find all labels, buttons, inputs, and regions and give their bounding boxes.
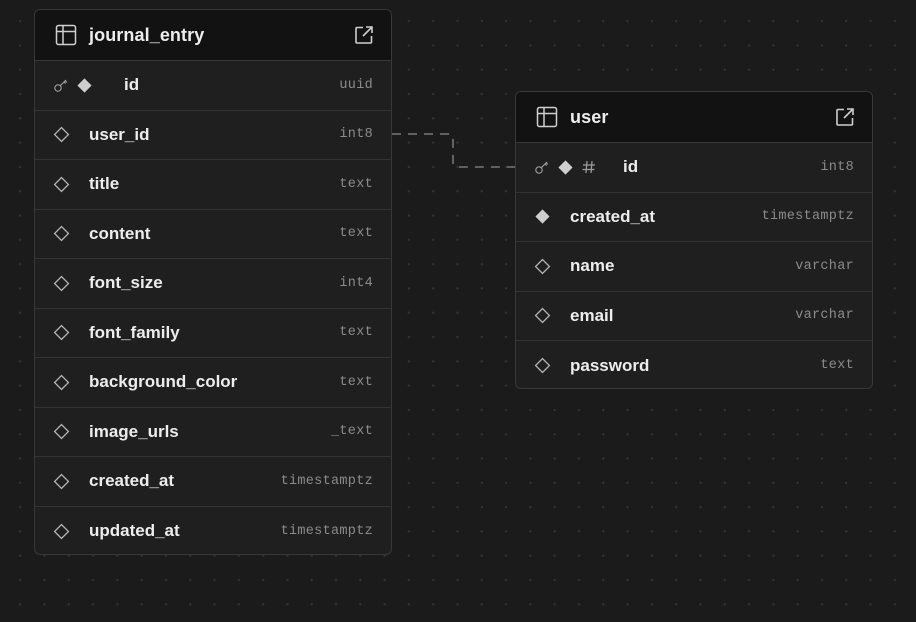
column-type: text (339, 374, 373, 390)
column-type: text (339, 226, 373, 242)
filled-diamond-icon (534, 208, 551, 225)
column-name: name (570, 256, 615, 276)
column-name: background_color (89, 372, 238, 392)
column-row-created-at[interactable]: created_at timestamptz (516, 193, 872, 242)
column-row-title[interactable]: title text (35, 160, 391, 210)
column-name: created_at (570, 206, 656, 226)
column-name: updated_at (89, 521, 180, 541)
outline-diamond-icon (53, 374, 70, 391)
column-row-image-urls[interactable]: image_urls _text (35, 408, 391, 457)
column-type: varchar (795, 308, 854, 324)
key-icon (534, 159, 550, 175)
column-name: content (89, 223, 151, 243)
column-row-font-size[interactable]: font_size int4 (35, 259, 391, 309)
outline-diamond-icon (53, 324, 70, 341)
column-name: created_at (89, 471, 175, 491)
column-row-created-at[interactable]: created_at timestamptz (35, 457, 391, 507)
column-name: user_id (89, 124, 150, 144)
column-row-id[interactable]: id int8 (516, 143, 872, 193)
column-type: timestamptz (761, 209, 854, 225)
column-type: text (339, 176, 373, 192)
table-icon (536, 106, 558, 128)
column-name: font_size (89, 273, 163, 293)
column-name: id (623, 157, 639, 177)
column-type: _text (330, 424, 373, 440)
column-row-name[interactable]: name varchar (516, 242, 872, 292)
outline-diamond-icon (534, 258, 551, 275)
column-row-user-id[interactable]: user_id int8 (35, 111, 391, 160)
column-row-email[interactable]: email varchar (516, 292, 872, 341)
column-name: password (570, 355, 650, 375)
external-link-icon[interactable] (835, 107, 855, 127)
column-row-font-family[interactable]: font_family text (35, 309, 391, 358)
column-name: title (89, 174, 120, 194)
filled-diamond-icon (76, 77, 93, 94)
hash-icon (581, 159, 597, 175)
column-row-updated-at[interactable]: updated_at timestamptz (35, 507, 391, 555)
column-type: text (820, 358, 854, 374)
outline-diamond-icon (53, 126, 70, 143)
column-name: id (124, 75, 140, 95)
table-icon (55, 24, 77, 46)
column-name: email (570, 305, 614, 325)
outline-diamond-icon (53, 275, 70, 292)
column-row-id[interactable]: id uuid (35, 61, 391, 111)
key-icon (53, 77, 69, 93)
column-type: text (339, 325, 373, 341)
outline-diamond-icon (53, 473, 70, 490)
column-type: varchar (795, 258, 854, 274)
table-header: user (516, 92, 872, 143)
table-title: user (570, 106, 609, 127)
column-type: int8 (820, 159, 854, 175)
outline-diamond-icon (53, 523, 70, 540)
column-row-background-color[interactable]: background_color text (35, 358, 391, 408)
column-type: uuid (339, 77, 373, 93)
column-type: timestamptz (280, 523, 373, 539)
external-link-icon[interactable] (354, 25, 374, 45)
outline-diamond-icon (53, 176, 70, 193)
outline-diamond-icon (534, 307, 551, 324)
column-row-content[interactable]: content text (35, 210, 391, 259)
table-header: journal_entry (35, 10, 391, 61)
column-type: timestamptz (280, 473, 373, 489)
column-type: int8 (339, 127, 373, 143)
column-type: int4 (339, 275, 373, 291)
table-title: journal_entry (89, 24, 205, 45)
table-card-user[interactable]: user id int8 created_at timestamptz name… (515, 91, 873, 389)
column-row-password[interactable]: password text (516, 341, 872, 388)
outline-diamond-icon (53, 423, 70, 440)
filled-diamond-icon (557, 159, 574, 176)
outline-diamond-icon (53, 225, 70, 242)
outline-diamond-icon (534, 357, 551, 374)
column-name: image_urls (89, 421, 179, 441)
table-card-journal-entry[interactable]: journal_entry id uuid user_id int8 title… (34, 9, 392, 555)
column-name: font_family (89, 322, 180, 342)
